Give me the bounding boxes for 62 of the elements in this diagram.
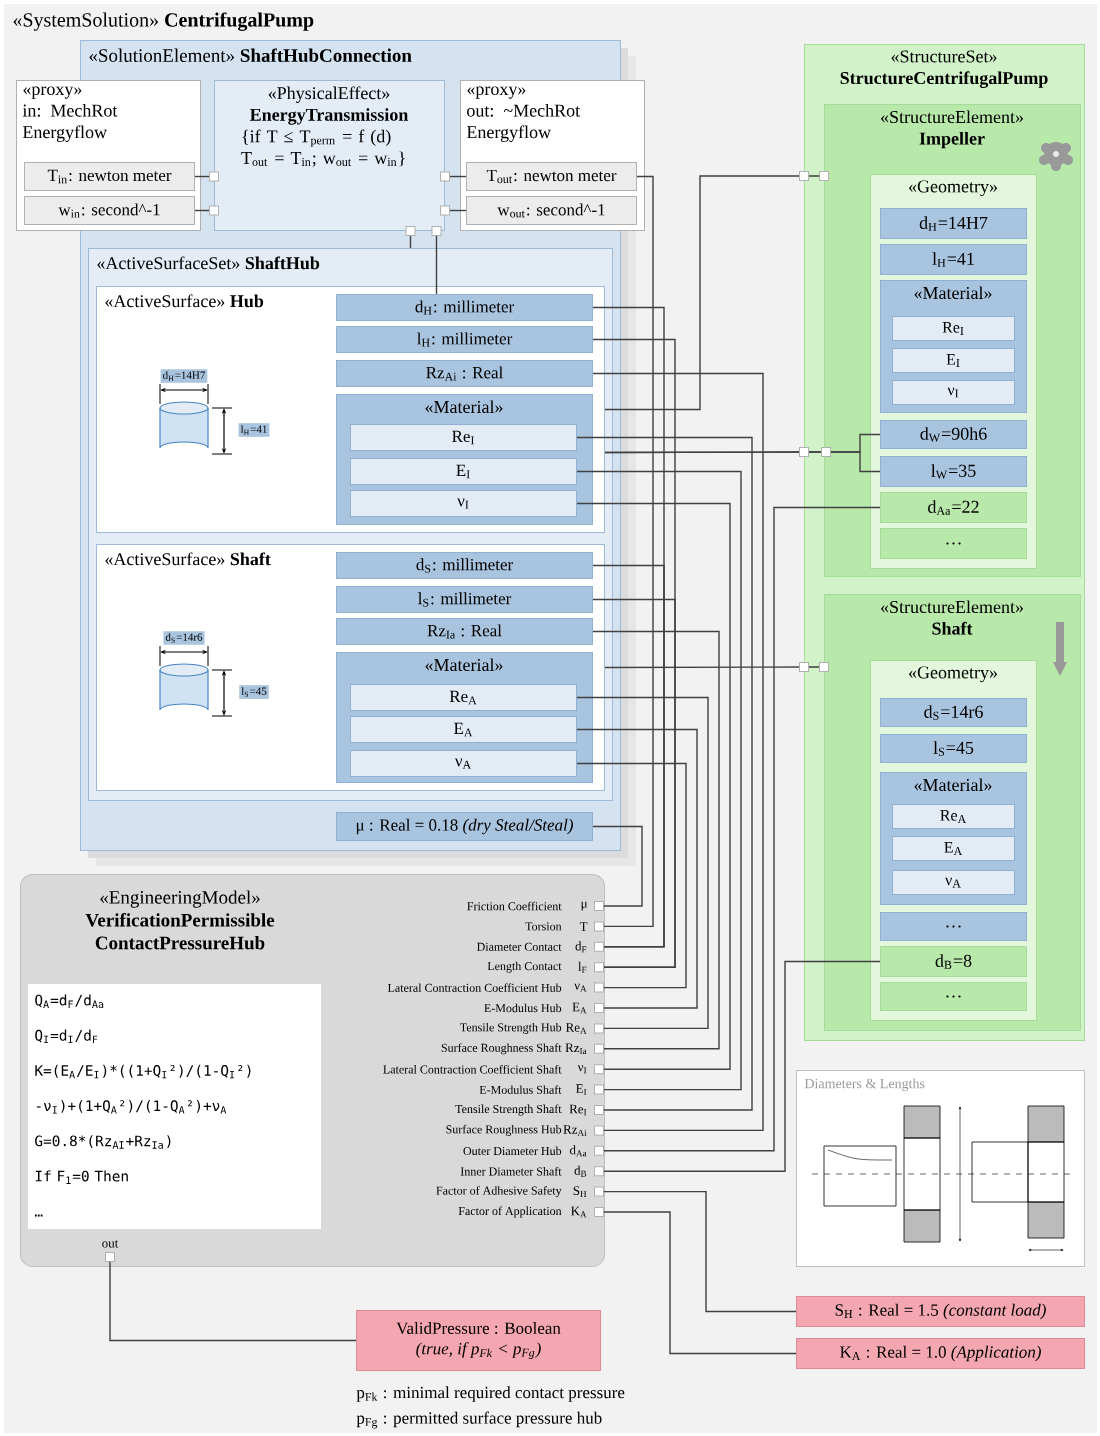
connector (576, 762, 687, 989)
geometry-value-box: d$_{S}$=14r6 (880, 698, 1027, 727)
geometry-value-box: … (880, 912, 1027, 941)
connector (592, 372, 764, 1132)
connector (592, 564, 665, 948)
connector (603, 1211, 797, 1355)
property-box: Rz$_{Ia}$ : Real (336, 618, 593, 645)
port-property-box: w$_{out}$: second^-1 (466, 196, 637, 225)
material-property-box: ν$_{I}$ (892, 380, 1015, 405)
geometry-value-box: … (880, 528, 1027, 559)
effect-box: «PhysicalEffect» EnergyTransmission {if T ≤ T$_{perm}$ = f (d) T$_{out}$ = T$_{in}$; w$_{out}$ = w$_{in}$} (214, 80, 445, 231)
note-text: p$_{Fg}$ : permitted surface pressure hub (356, 1411, 602, 1429)
material-property-box: E$_{I}$ (350, 458, 577, 485)
geometry-value-box: d$_{Aa}$=22 (880, 492, 1027, 523)
property-box: d$_{S}$: millimeter (336, 552, 593, 579)
port-property-box: w$_{in}$: second^-1 (24, 196, 195, 225)
geometry-value-box: l$_{W}$=35 (880, 456, 1027, 487)
connector (194, 209, 215, 212)
material-property-box: Re$_{A}$ (892, 804, 1015, 829)
geometry-value-box: d$_{H}$=14H7 (880, 208, 1027, 239)
connector (435, 230, 438, 295)
connector (603, 1190, 797, 1313)
connector (576, 728, 698, 1009)
material-property-box: E$_{A}$ (892, 836, 1015, 861)
geometry-value-box: d$_{B}$=8 (880, 946, 1027, 977)
property-box: l$_{H}$: millimeter (336, 326, 593, 353)
geometry-value-box: … (880, 982, 1027, 1011)
property-box: l$_{S}$: millimeter (336, 586, 593, 613)
port-property-box: T$_{in}$: newton meter (24, 162, 195, 191)
material-property-box: Re$_{A}$ (350, 684, 577, 711)
connector (109, 1261, 357, 1342)
material-property-box: E$_{I}$ (892, 348, 1015, 373)
geometry-value-box: l$_{S}$=45 (880, 734, 1027, 763)
material-property-box: ν$_{I}$ (350, 490, 577, 517)
connector (604, 175, 825, 411)
connector (576, 696, 709, 1030)
material-property-box: ν$_{A}$ (892, 870, 1015, 895)
connector (194, 175, 215, 178)
port-property-box: T$_{out}$: newton meter (466, 162, 637, 191)
connector (444, 175, 467, 178)
geometry-value-box: d$_{W}$=90h6 (880, 420, 1027, 449)
property-box: Rz$_{Ai}$ : Real (336, 360, 593, 387)
property-box: μ : Real = 0.18 (dry Steal/Steal) (336, 812, 593, 841)
material-property-box: E$_{A}$ (350, 716, 577, 743)
material-property-box: Re$_{I}$ (892, 316, 1015, 341)
property-box: d$_{H}$: millimeter (336, 294, 593, 321)
connector (592, 630, 720, 1050)
note-text: p$_{Fk}$ : minimal required contact pressure (356, 1386, 625, 1402)
geometry-value-box: l$_{H}$=41 (880, 244, 1027, 275)
connector (603, 175, 654, 928)
connector (603, 506, 881, 1152)
connector (603, 960, 881, 1172)
connector (604, 666, 825, 669)
material-property-box: Re$_{I}$ (350, 424, 577, 451)
result-box: K$_{A}$ : Real = 1.0 (Application) (796, 1338, 1085, 1369)
connector (604, 451, 881, 473)
result-box: ValidPressure : Boolean (true, if p$_{Fk}$ < p$_{Fg}$) (356, 1310, 601, 1371)
connector (592, 598, 676, 968)
connector (592, 825, 643, 907)
result-box: S$_{H}$ : Real = 1.5 (constant load) (796, 1296, 1085, 1327)
material-property-box: ν$_{A}$ (350, 750, 577, 777)
connector (444, 209, 467, 212)
